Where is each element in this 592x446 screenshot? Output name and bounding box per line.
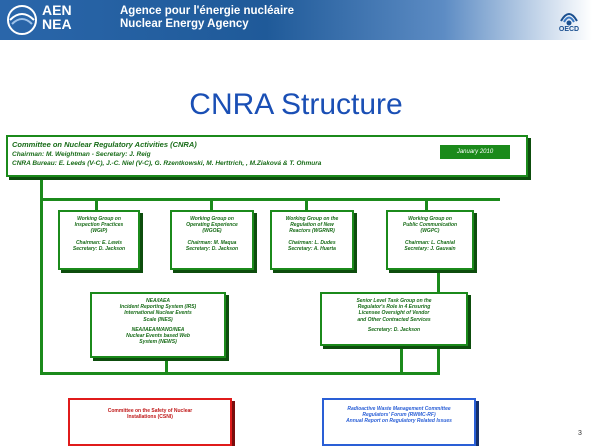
tg-line: and Other Contracted Services [357,316,431,323]
connector-wg3 [305,198,308,212]
page-number: 3 [578,430,582,437]
wg-secretary: Secretary: D. Jackson [185,245,239,252]
connector-lower-bus [40,372,440,375]
tg-line: Regulator's Role in 4 Ensuring [357,304,431,311]
wg-line: Public Communication [402,222,458,229]
irs-line: Incident Reporting System (IRS) [119,304,197,311]
wg-line: Operating Experience [186,222,238,229]
irs-line: NEA/IAEA/WANO/NEA [131,326,185,333]
connector-lower-right [400,345,403,373]
agency-name: Agence pour l'énergie nucléaire Nuclear … [120,5,294,31]
tg-line: Licensee Oversight of Vendor [358,310,430,317]
oecd-label: OECD [558,26,580,33]
wg-box-wgrnr: Working Group on the Regulation of New R… [270,210,354,270]
wg-line: Working Group on the [285,216,339,222]
wg-secretary: Secretary: D. Jackson [72,245,126,252]
wg-line: Reactors (WGRNR) [289,228,335,235]
cnra-date: January 2010 [456,149,494,155]
connector-wg1 [95,198,98,212]
wg-line: Regulation of New [290,222,334,229]
cnra-date-badge: January 2010 [440,145,510,159]
irs-line: International Nuclear Events [124,310,192,317]
wg-line: (WGIP) [90,228,108,235]
oecd-logo-icon [560,13,578,26]
connector-wg2 [210,198,213,212]
csni-line: Committee on the Safety of Nuclear [107,408,193,414]
wg-secretary: Secretary: J. Gauvain [404,245,456,252]
wg-box-wgpc: Working Group on Public Communication (W… [386,210,474,270]
rwmc-line: Radioactive Waste Management Committee [347,406,451,412]
irs-line: Nuclear Events based Web [126,333,190,340]
tg-line: Senior Level Task Group on the [356,298,432,304]
connector-wg4 [425,198,428,212]
cnra-chair: Chairman: M. Weightman - Secretary: J. R… [12,151,151,158]
rwmc-box: Radioactive Waste Management Committee R… [322,398,476,446]
wg-chair: Chairman: E. Lewis [75,239,123,246]
csni-box: Committee on the Safety of Nuclear Insta… [68,398,232,446]
wg-chair: Chairman: M. Maqua [187,239,237,246]
wg-chair: Chairman: L. Dudes [288,239,336,246]
wg-line: (WGPC) [420,228,440,235]
logo-line-nea: NEA [42,16,72,32]
csni-line: Installations (CSNI) [127,414,173,421]
wg-box-wgoe: Working Group on Operating Experience (W… [170,210,254,270]
nea-logo-icon [7,5,37,35]
header-gradient [0,0,592,40]
cnra-bureau: CNRA Bureau: E. Leeds (V-C), J.-C. Niel … [12,160,322,167]
task-group-box: Senior Level Task Group on the Regulator… [320,292,468,346]
wg-box-wgip: Working Group on Inspection Practices (W… [58,210,140,270]
rwmc-line: Regulators' Forum (RWMC-RF) [362,412,436,419]
cnra-title: Committee on Nuclear Regulatory Activiti… [12,140,197,149]
irs-line: Scale (INES) [143,316,173,323]
connector-wg-bus [40,198,500,201]
agency-name-en: Nuclear Energy Agency [120,18,249,30]
connector-top-trunk [40,172,43,372]
wg-line: Inspection Practices [74,222,124,229]
irs-line: System (NEWS) [139,339,177,346]
wg-line: Working Group on [77,216,121,222]
wg-line: Working Group on [190,216,234,222]
wg-line: (WGOE) [202,228,222,235]
cnra-committee-box: Committee on Nuclear Regulatory Activiti… [6,135,528,177]
irs-ines-box: NEA/IAEA Incident Reporting System (IRS)… [90,292,226,358]
wg-chair: Chairman: L. Chanial [404,239,455,246]
irs-line: NEA/IAEA [146,298,170,304]
wg-line: Working Group on [408,216,452,222]
nea-logo-text: AEN NEA [42,3,72,31]
logo-line-aen: AEN [42,2,72,18]
agency-name-fr: Agence pour l'énergie nucléaire [120,5,295,17]
tg-line: Secretary: D. Jackson [367,326,421,333]
connector-lower-left [165,355,168,373]
wg-secretary: Secretary: A. Huerta [288,245,336,252]
slide-title: CNRA Structure [189,88,403,121]
rwmc-line: Annual Report on Regulatory Related Issu… [346,418,452,425]
